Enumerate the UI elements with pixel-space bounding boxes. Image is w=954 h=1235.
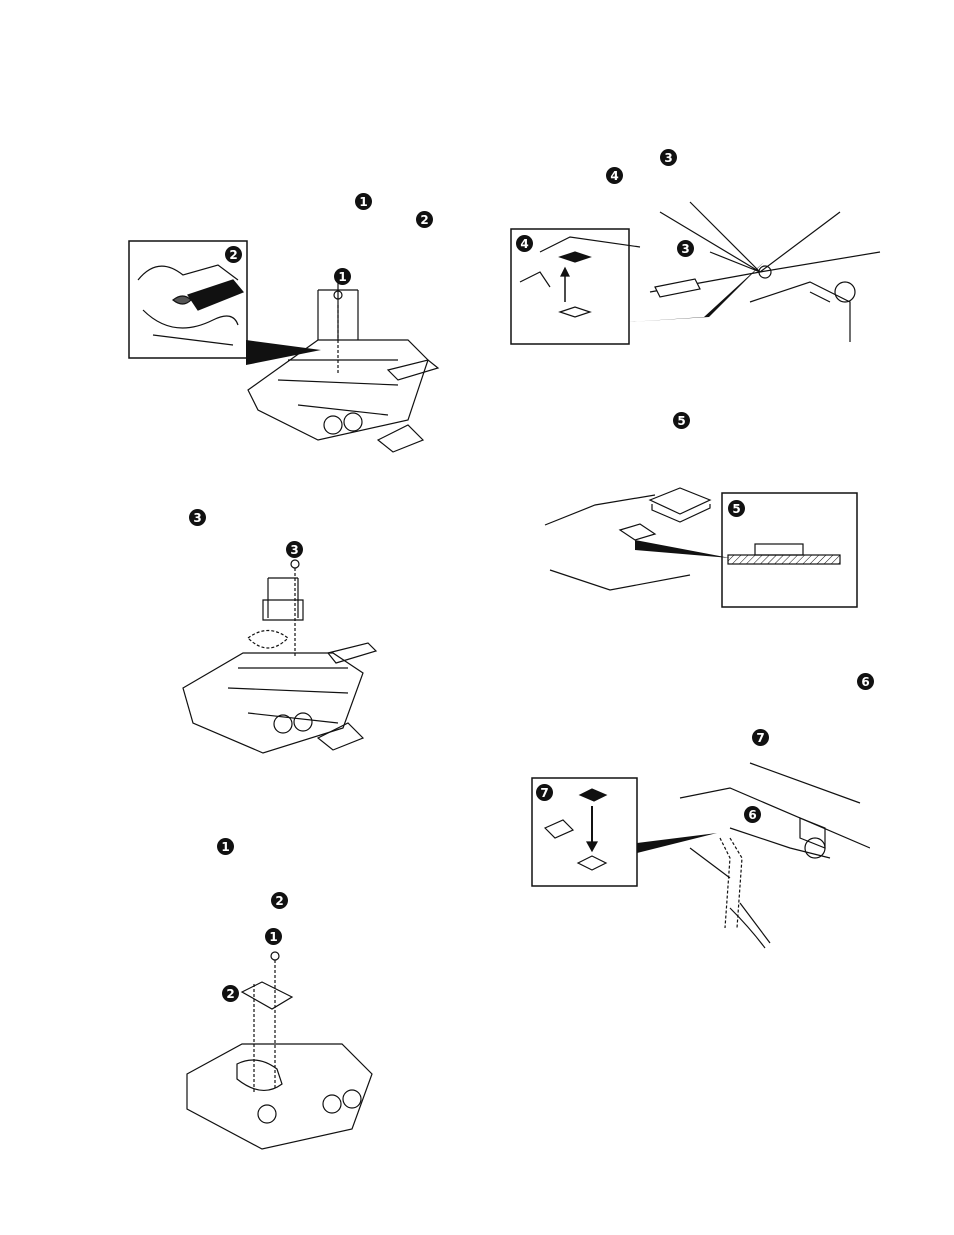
step-marker-2b: 2 [271, 892, 288, 909]
figure-3-callout-marker-2: 2 [222, 985, 239, 1002]
step-marker-3r: 3 [660, 149, 677, 166]
figure-4-component-lift: 4 3 [510, 192, 890, 347]
figure-6-callout-marker: 6 [744, 806, 761, 823]
figure-1-screw-removal: 2 1 [128, 240, 448, 460]
step-marker-3: 3 [189, 509, 206, 526]
figure-4-callout-marker: 3 [677, 240, 694, 257]
step-marker-2: 2 [416, 211, 433, 228]
figure-2-callout-marker: 3 [286, 541, 303, 558]
step-marker-7: 7 [752, 729, 769, 746]
figure-3-callout-marker-1: 1 [265, 928, 282, 945]
figure-2-bracket-screw: 3 [178, 538, 388, 760]
step-marker-5: 5 [673, 412, 690, 429]
figure-5-inset-marker: 5 [728, 500, 745, 517]
figure-6-inset-marker: 7 [536, 784, 553, 801]
figure-4-inset-marker: 4 [516, 235, 533, 252]
figure-1-callout-marker: 1 [334, 268, 351, 285]
step-marker-4: 4 [606, 167, 623, 184]
figure-6-component-install: 7 6 [530, 758, 870, 950]
figure-1-inset-marker: 2 [225, 246, 242, 263]
figure-3-plate-removal: 1 2 [182, 924, 382, 1156]
step-marker-6: 6 [857, 673, 874, 690]
step-marker-1b: 1 [217, 838, 234, 855]
step-marker-1: 1 [355, 193, 372, 210]
figure-5-pad-cross-section: 5 [540, 480, 860, 610]
